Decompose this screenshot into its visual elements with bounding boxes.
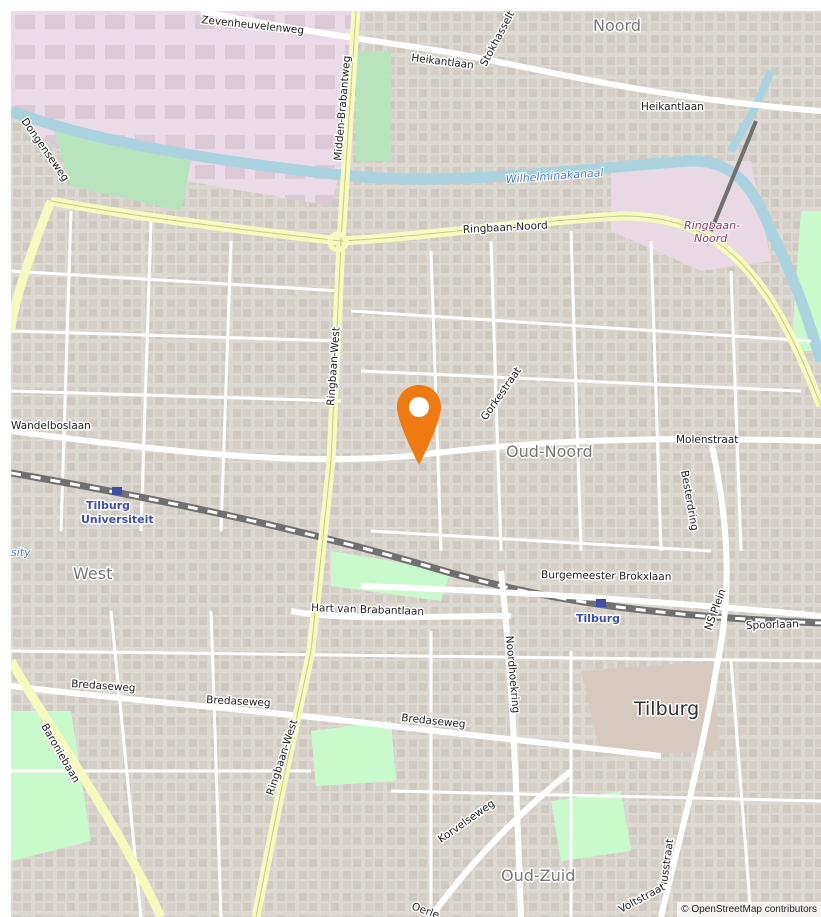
map-viewport[interactable]: Zevenheuvelenweg Noord Heikantlaan Stokh…	[11, 11, 821, 917]
station-label: Universiteit	[81, 513, 154, 526]
station-label: Noord	[694, 232, 728, 245]
railway-dash	[11, 471, 821, 625]
district-label: Noord	[593, 16, 641, 35]
station-label: Tilburg	[86, 499, 130, 512]
area-label: sity	[11, 546, 31, 559]
street-label: Heikantlaan	[641, 101, 704, 113]
park-area	[11, 711, 91, 861]
district-label: Oud-Zuid	[501, 866, 575, 885]
map-pin-icon[interactable]	[394, 383, 444, 467]
park-area	[551, 791, 631, 861]
park-area	[311, 721, 396, 786]
city-label: Tilburg	[633, 698, 699, 720]
station-label: Ringbaan-	[684, 219, 740, 232]
park-area	[51, 121, 191, 211]
district-label: Oud-Noord	[506, 442, 593, 461]
city-centre	[581, 661, 721, 756]
park-area	[356, 51, 391, 161]
street-label: Hart van Brabantlaan	[311, 602, 424, 618]
station-icon	[596, 599, 606, 607]
canal	[11, 105, 821, 363]
street-label: Bredaseweg	[206, 694, 271, 709]
ring-roads-edge	[50, 11, 821, 917]
street-label: Wandelboslaan	[11, 420, 91, 432]
district-label: West	[73, 564, 112, 583]
park-area	[791, 211, 821, 351]
map-tiles[interactable]: Zevenheuvelenweg Noord Heikantlaan Stokh…	[11, 11, 821, 917]
station-label: Tilburg	[576, 612, 620, 625]
street-label: Spoorlaan	[746, 618, 799, 632]
roundabout	[327, 231, 349, 253]
street-label: Molenstraat	[676, 434, 738, 446]
railway-northeast	[709, 120, 758, 232]
map-attribution: © OpenStreetMap contributors	[677, 902, 821, 917]
street-label: Burgemeester Brokxlaan	[541, 569, 672, 583]
station-icon	[112, 487, 122, 495]
